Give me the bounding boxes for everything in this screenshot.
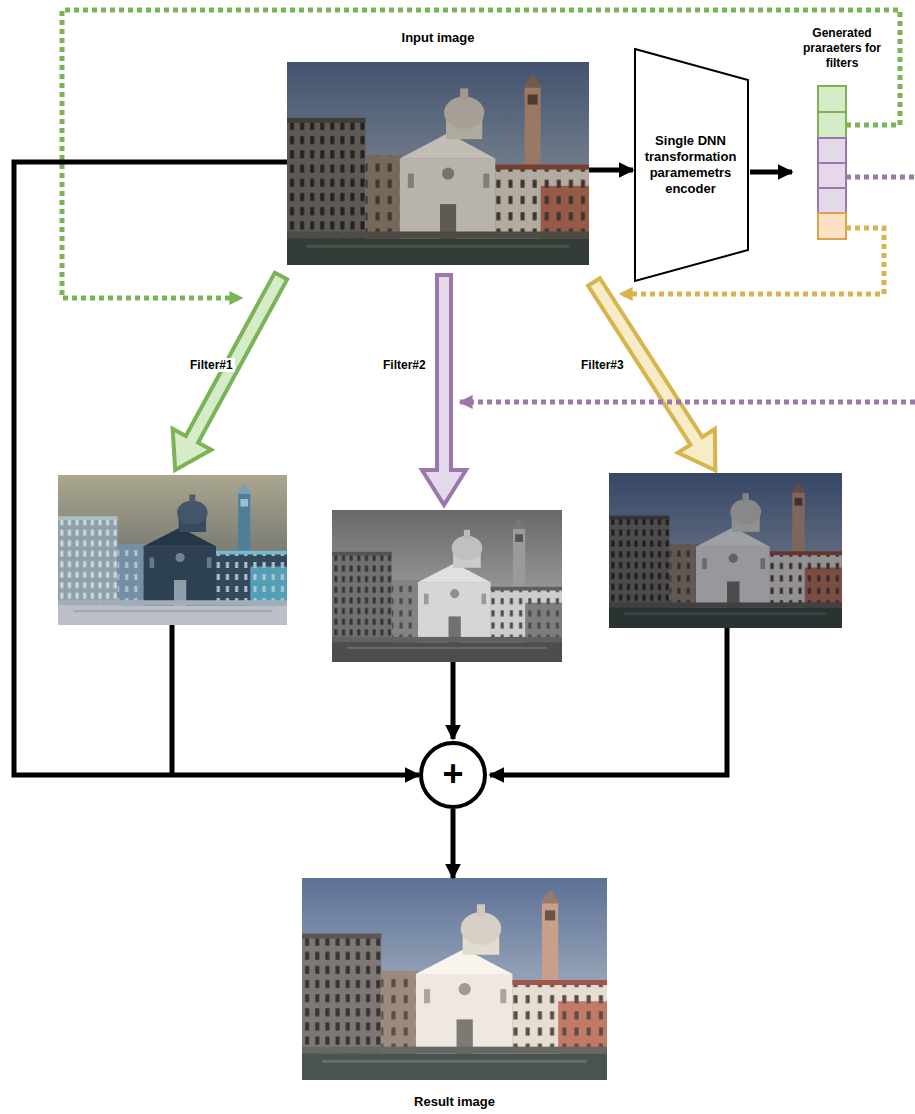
- operator-symbol: +: [442, 756, 463, 792]
- encoder-label: Single DNN transformation paramemetrs en…: [639, 133, 742, 198]
- input-image: Input image: [287, 30, 589, 265]
- flow-arrow: [451, 809, 456, 878]
- input-photo: [287, 62, 589, 265]
- node-heading: Input image: [402, 30, 475, 46]
- darkened-photo: [609, 473, 842, 628]
- merge-arrow: [451, 662, 456, 739]
- parameter-feed: [460, 400, 915, 405]
- flow-arrow: [750, 170, 792, 175]
- filter-label: Filter#2: [381, 358, 428, 372]
- flow-arrow: [14, 162, 419, 775]
- trapezoid-shape: [635, 49, 748, 281]
- inverted-photo: [58, 475, 287, 625]
- merge-arrow: [490, 628, 727, 775]
- node-heading: Generated praraeters for filters: [792, 26, 892, 71]
- result-photo: [302, 878, 607, 1080]
- sum-circle: +: [419, 741, 487, 809]
- parameter-feed: [62, 10, 900, 298]
- flow-arrow: [589, 168, 633, 173]
- encoder-trapezoid: Single DNN transformation paramemetrs en…: [633, 47, 750, 283]
- filter-label: Filter#1: [188, 358, 235, 372]
- parameter-vector: Generated praraeters for filters: [792, 26, 892, 242]
- filter-arrow: [576, 270, 734, 482]
- parameter-cells: [818, 86, 846, 239]
- node-heading: Result image: [414, 1094, 495, 1110]
- parameter-feed: [846, 175, 915, 180]
- result-image: Result image: [302, 878, 607, 1110]
- filter-arrow: [422, 275, 466, 505]
- grayscale-photo: [332, 510, 562, 662]
- filter-label: Filter#3: [579, 358, 626, 372]
- merge-line: [170, 625, 175, 775]
